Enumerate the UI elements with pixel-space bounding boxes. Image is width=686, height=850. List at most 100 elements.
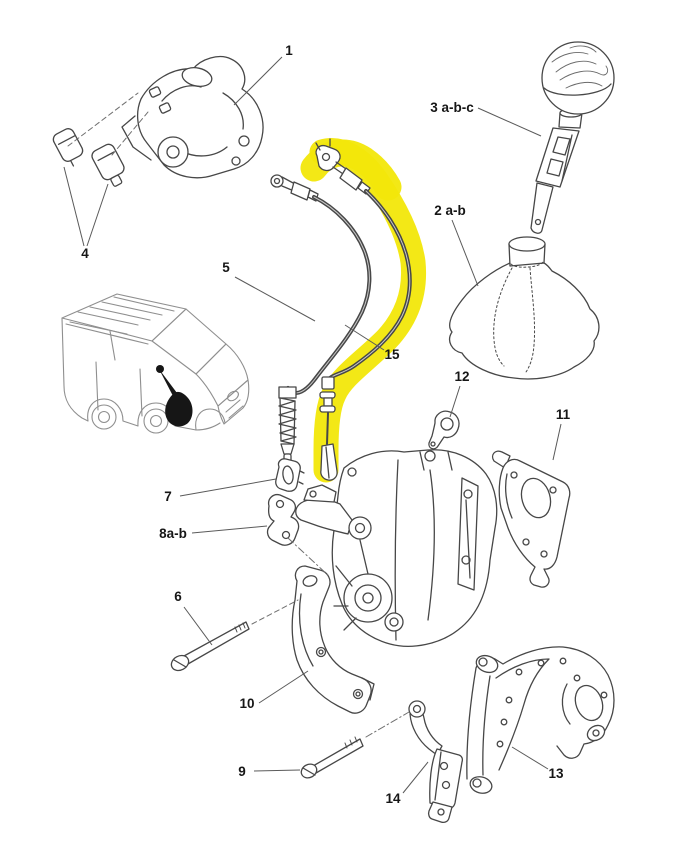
marker-knob bbox=[156, 365, 164, 373]
marker-boot bbox=[165, 391, 193, 427]
callout-5-leader bbox=[234, 276, 316, 322]
callout-12: 12 bbox=[449, 369, 470, 418]
dash-clip-b-to-part1 bbox=[111, 111, 149, 156]
callout-12-label: 12 bbox=[454, 369, 469, 384]
callout-7-leader bbox=[179, 478, 277, 497]
clip12-bore bbox=[440, 417, 454, 431]
car-windshield bbox=[151, 308, 227, 375]
callout-10-leader bbox=[258, 670, 309, 704]
car-gear-lever-marker bbox=[156, 365, 193, 427]
part1-stud-a bbox=[148, 86, 162, 98]
bolt9-shaft bbox=[312, 738, 364, 774]
callout-6-label: 6 bbox=[174, 589, 182, 604]
callout-13-label: 13 bbox=[548, 766, 564, 781]
part-13-support-bracket bbox=[466, 646, 615, 794]
callout-10-label: 10 bbox=[239, 696, 254, 711]
callout-7-label: 7 bbox=[164, 489, 172, 504]
callout-11-leader bbox=[552, 423, 562, 461]
knob-equator bbox=[543, 83, 612, 96]
callout-8-leader bbox=[191, 525, 268, 534]
cable5-eye-end bbox=[270, 174, 284, 188]
callout-13: 13 bbox=[511, 746, 564, 781]
cable5-sheen bbox=[289, 196, 370, 394]
cable15-ferrule bbox=[321, 376, 335, 390]
part-7-cable-bushing bbox=[275, 458, 305, 492]
clip12-body bbox=[428, 410, 460, 450]
callout-15-label: 15 bbox=[384, 347, 400, 362]
car-wheel-front-left bbox=[143, 408, 169, 434]
callout-3-leader bbox=[477, 107, 542, 137]
car-wheel-rear-left bbox=[91, 404, 117, 430]
car-front-face bbox=[217, 379, 250, 425]
part-2-gear-lever-boot bbox=[448, 236, 600, 380]
part-14-bracket bbox=[408, 700, 464, 824]
callout-9: 9 bbox=[238, 764, 301, 779]
part-11-support-bracket bbox=[491, 450, 571, 588]
marker-lever bbox=[159, 369, 177, 396]
cable15-spool-top bbox=[319, 391, 336, 399]
callout-11: 11 bbox=[552, 407, 571, 461]
part1-left-flange bbox=[121, 115, 152, 161]
car-wheel-front-left-hub bbox=[149, 414, 163, 428]
cable15-end-hole bbox=[321, 152, 331, 162]
bushing-body bbox=[275, 458, 301, 492]
callout-7: 7 bbox=[164, 478, 277, 504]
bracket11-plate bbox=[498, 458, 571, 588]
bracket14-foot bbox=[427, 801, 453, 824]
callout-8: 8a-b bbox=[159, 525, 268, 541]
car-window-line bbox=[65, 323, 149, 417]
part-4-clips bbox=[52, 128, 125, 187]
part-10-lever-arm bbox=[291, 565, 375, 714]
callout-14: 14 bbox=[385, 761, 429, 806]
bracket13-foot bbox=[586, 724, 606, 742]
arm-flange bbox=[303, 484, 337, 503]
callout-6: 6 bbox=[174, 589, 213, 646]
lever-tube-hole bbox=[534, 218, 542, 226]
callout-11-label: 11 bbox=[556, 407, 571, 422]
cable15-barrel bbox=[339, 167, 363, 191]
callout-1: 1 bbox=[233, 43, 293, 106]
dash-clip-a-to-part1 bbox=[67, 92, 139, 147]
bushing-slot bbox=[282, 465, 294, 485]
callout-2-label: 2 a-b bbox=[434, 203, 466, 218]
bracket13-outer bbox=[466, 646, 615, 780]
boot-folds bbox=[493, 267, 536, 373]
part-3-gear-lever-knob bbox=[530, 41, 615, 234]
clip-a bbox=[52, 128, 84, 162]
callout-4-leader-a bbox=[63, 166, 85, 247]
bracket8-body bbox=[266, 493, 300, 546]
callout-12-leader bbox=[449, 385, 461, 418]
bracket13-ring-hole bbox=[574, 684, 604, 722]
bracket14-plate bbox=[429, 748, 464, 809]
dash-bracket8-to-arm bbox=[287, 537, 331, 578]
dash-bolt6-axis bbox=[251, 599, 299, 625]
callout-2-leader bbox=[451, 219, 479, 287]
callout-4-label: 4 bbox=[81, 246, 89, 261]
callout-5-label: 5 bbox=[222, 260, 230, 275]
bolt6-threads bbox=[234, 622, 246, 633]
cable5-ferrule-lower bbox=[278, 386, 297, 399]
lever-tube bbox=[530, 182, 554, 234]
callout-15-leader bbox=[344, 324, 385, 351]
car-hood bbox=[195, 343, 249, 407]
callout-2: 2 a-b bbox=[434, 203, 479, 287]
assembly-dashed-lines bbox=[67, 92, 410, 738]
callout-5: 5 bbox=[222, 260, 316, 322]
bolt9-threads bbox=[344, 736, 358, 749]
callout-13-leader bbox=[511, 746, 549, 770]
part-1-shift-lever-support bbox=[121, 55, 264, 179]
car-side bbox=[61, 317, 221, 431]
callout-14-label: 14 bbox=[385, 791, 401, 806]
part1-roller bbox=[157, 136, 189, 168]
callout-9-label: 9 bbox=[238, 764, 246, 779]
callout-1-leader bbox=[233, 56, 283, 106]
lever10-top-hole bbox=[302, 575, 318, 587]
callout-14-leader bbox=[402, 761, 429, 794]
part-8-cable-bracket bbox=[266, 493, 300, 546]
cable15-sheen bbox=[329, 190, 411, 379]
part-15-control-cable-highlighted bbox=[315, 138, 412, 481]
part-12-clamp-clip bbox=[428, 410, 460, 450]
callout-3: 3 a-b-c bbox=[430, 100, 542, 137]
clip-b bbox=[91, 143, 125, 181]
